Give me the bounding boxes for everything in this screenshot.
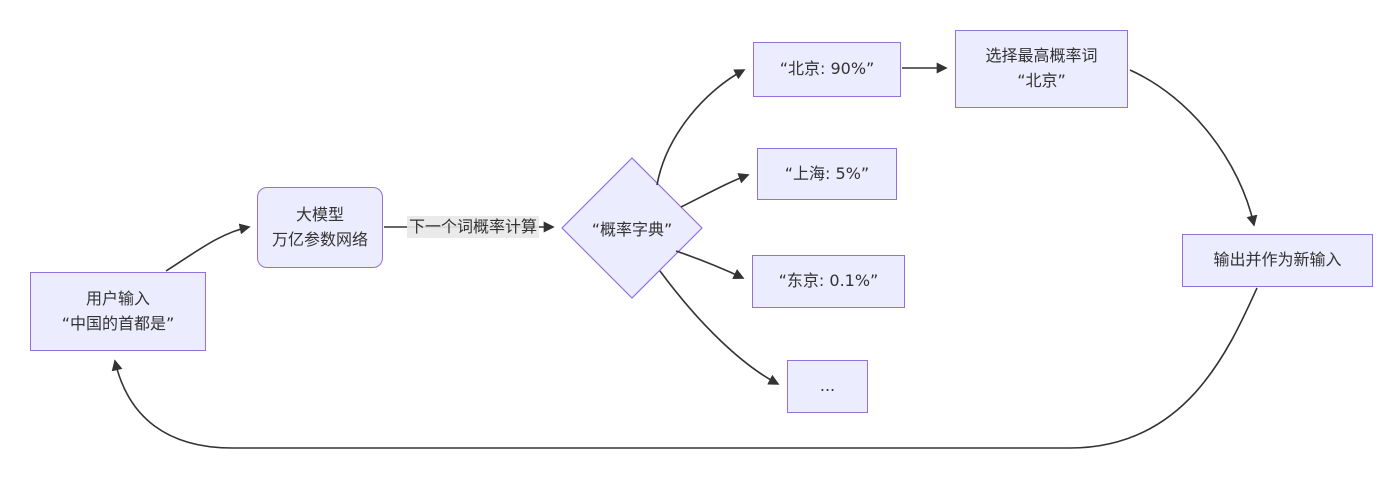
node-tokyo-prob-label: “东京: 0.1%” xyxy=(778,271,879,291)
edge-select-to-output xyxy=(1129,69,1258,227)
probability-dict-diamond xyxy=(561,157,703,299)
node-model-line1: 大模型 xyxy=(295,204,344,224)
node-shanghai-prob-label: “上海: 5%” xyxy=(784,163,870,183)
node-model: 大模型 万亿参数网络 xyxy=(257,187,383,268)
node-user-input-line1: 用户输入 xyxy=(85,288,150,308)
node-select-highest: 选择最高概率词 “北京” xyxy=(955,30,1128,108)
node-shanghai-prob: “上海: 5%” xyxy=(757,148,897,200)
edge-user-to-model xyxy=(165,223,251,272)
node-output: 输出并作为新输入 xyxy=(1182,234,1373,287)
node-output-label: 输出并作为新输入 xyxy=(1213,250,1342,270)
edge-dict-to-shanghai xyxy=(680,173,750,208)
node-select-highest-line2: “北京” xyxy=(1017,71,1066,90)
node-user-input: 用户输入 “中国的首都是” xyxy=(30,272,206,351)
edge-dict-to-ellipsis xyxy=(659,270,780,385)
node-beijing-prob: “北京: 90%” xyxy=(753,42,901,97)
node-tokyo-prob: “东京: 0.1%” xyxy=(752,255,905,308)
node-model-line2: 万亿参数网络 xyxy=(271,229,368,249)
node-ellipsis: ... xyxy=(787,360,868,413)
edge-dict-to-tokyo xyxy=(675,250,745,279)
node-user-input-line2: “中国的首都是” xyxy=(61,313,175,333)
edge-label-prob-calc: 下一个词概率计算 xyxy=(407,216,540,239)
edge-output-loop-to-user xyxy=(111,287,1258,449)
edge-dict-to-beijing xyxy=(656,69,746,186)
node-ellipsis-label: ... xyxy=(819,376,836,396)
node-beijing-prob-label: “北京: 90%” xyxy=(779,59,875,79)
node-select-highest-line1: 选择最高概率词 xyxy=(985,46,1098,66)
